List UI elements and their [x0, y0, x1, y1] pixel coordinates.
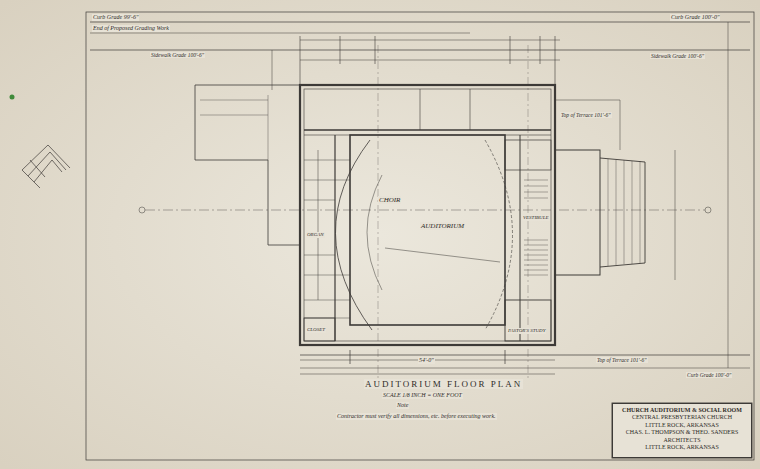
plan-label: Top of Terrace 101'-6": [560, 112, 612, 118]
plan-label: Contractor must verify all dimensions, e…: [336, 413, 497, 420]
title-text: LITTLE ROCK, ARKANSAS: [617, 444, 747, 451]
plan-label: Curb Grade 99'-6": [92, 14, 139, 21]
plan-label: Curb Grade 100'-0": [670, 14, 720, 21]
plan-label: SCALE 1/8 INCH = ONE FOOT: [382, 392, 463, 399]
plan-label: ORGAN: [306, 232, 325, 238]
plan-label: AUDITORIUM: [420, 222, 465, 230]
title-text: CHURCH AUDITORIUM & SOCIAL ROOM: [617, 407, 747, 414]
plan-label: Top of Terrace 101'-6": [596, 357, 648, 363]
plan-label: Sidewalk Grade 100'-6": [650, 53, 705, 59]
plan-label: Curb Grade 100'-0": [686, 372, 732, 378]
title-text: ARCHITECTS: [617, 437, 747, 444]
title-block: CHURCH AUDITORIUM & SOCIAL ROOMCENTRAL P…: [612, 403, 752, 458]
drawing-title: AUDITORIUM FLOOR PLAN: [364, 379, 523, 389]
plan-label: VESTIBULE: [522, 215, 550, 221]
plan-label: Sidewalk Grade 100'-6": [150, 52, 205, 58]
plan-label: CHOIR: [378, 196, 401, 204]
title-text: LITTLE ROCK, ARKANSAS: [617, 422, 747, 429]
plan-label: Note: [396, 402, 409, 409]
title-text: CHAS. L. THOMPSON & THEO. SANDERS: [617, 429, 747, 436]
plan-label: CLOSET: [306, 327, 326, 333]
title-text: CENTRAL PRESBYTERIAN CHURCH: [617, 414, 747, 421]
plan-label: 54'-0": [418, 357, 435, 364]
plan-label: PASTOR'S STUDY: [507, 328, 546, 334]
plan-label: End of Proposed Grading Work: [92, 25, 170, 32]
